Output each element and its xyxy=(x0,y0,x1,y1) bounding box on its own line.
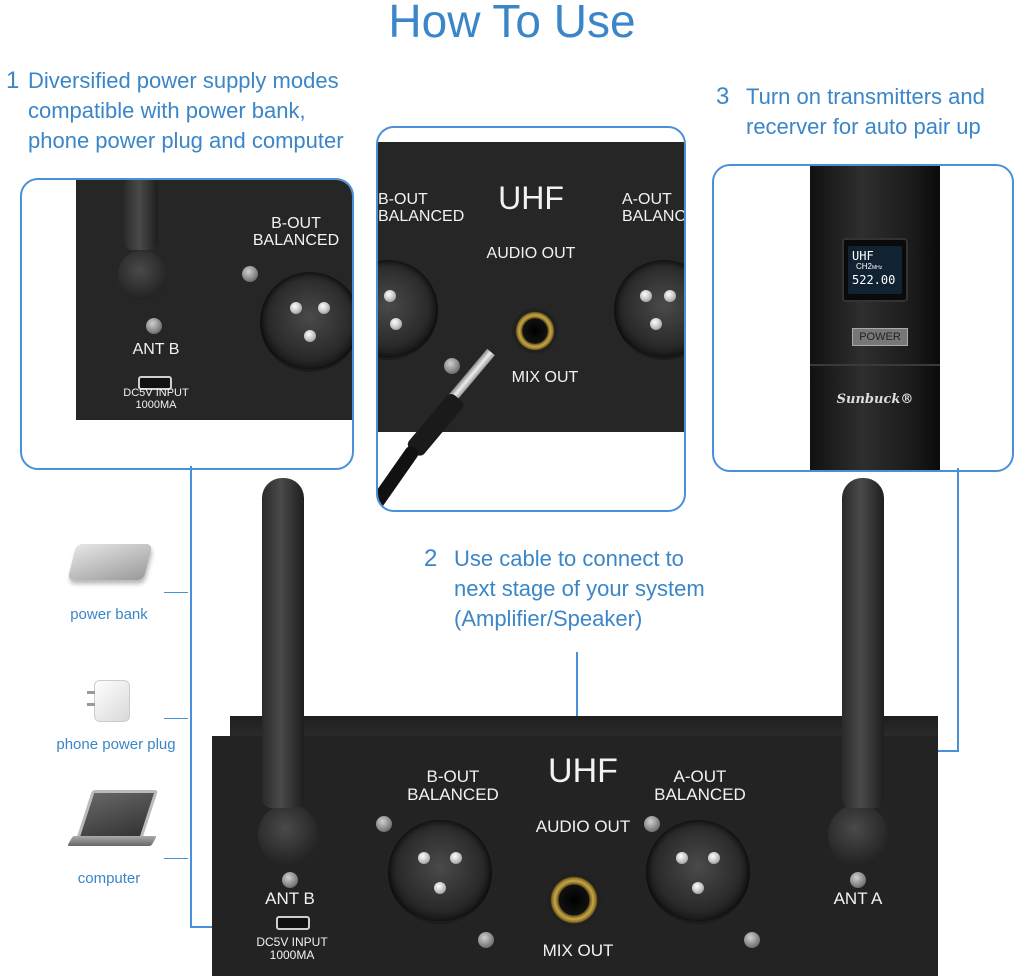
xlr-connector-a[interactable] xyxy=(646,820,750,924)
audio-cable-icon xyxy=(378,338,558,510)
device-label-phone-plug: phone power plug xyxy=(56,736,176,753)
dc-input-line: DC5V INPUT xyxy=(123,387,189,399)
step-1-text: 1 Diversified power supply modes compati… xyxy=(6,66,408,156)
screw-icon xyxy=(376,816,392,832)
step-1-line: compatible with power bank, xyxy=(28,98,306,123)
step-3-text: 3 Turn on transmitters and recerver for … xyxy=(716,82,1024,142)
b-out-line: BALANCED xyxy=(407,784,499,804)
mic-display-line1: UHF xyxy=(852,249,874,263)
dc-input-port[interactable] xyxy=(276,916,310,930)
uhf-label: UHF xyxy=(498,180,564,216)
a-out-cropped-label: A-OUT BALANCED xyxy=(622,191,686,226)
step-2-number: 2 xyxy=(424,545,438,572)
a-out-label: A-OUT BALANCED xyxy=(630,768,770,804)
b-out-line: BALANCED xyxy=(252,231,340,249)
laptop-icon xyxy=(75,790,159,840)
antenna-icon xyxy=(124,180,158,250)
dc-input-label: DC5V INPUT 1000MA xyxy=(96,387,216,411)
b-out-line: BALANCED xyxy=(378,207,465,225)
mix-out-label: MIX OUT xyxy=(542,941,614,960)
power-bank-icon xyxy=(67,544,153,580)
device-tick xyxy=(164,718,188,719)
ant-b-knob[interactable] xyxy=(258,804,318,866)
device-tick xyxy=(164,592,188,593)
xlr-connector-icon xyxy=(260,272,352,372)
a-out-line: A-OUT xyxy=(622,191,672,208)
uhf-label: UHF xyxy=(548,752,618,790)
antenna-b-icon[interactable] xyxy=(262,478,304,808)
screw-icon xyxy=(444,358,460,374)
mic-seam xyxy=(810,364,940,366)
mic-brand: Sunbuck® xyxy=(836,392,914,407)
a-out-line: BALANCED xyxy=(654,784,746,804)
step-1-number: 1 xyxy=(6,67,20,94)
antenna-a-icon[interactable] xyxy=(842,478,884,808)
dc-input-line: DC5V INPUT xyxy=(256,935,328,949)
mix-out-label: MIX OUT xyxy=(511,369,579,386)
a-out-line: A-OUT xyxy=(673,767,727,786)
audio-out-label: AUDIO OUT xyxy=(486,245,576,262)
connector-line xyxy=(190,466,192,926)
step-3-number: 3 xyxy=(716,83,730,110)
ant-a-label: ANT A xyxy=(833,889,883,908)
step-2-line: Use cable to connect to xyxy=(454,546,684,571)
dc-input-line: 1000MA xyxy=(269,947,315,962)
phone-plug-icon xyxy=(87,680,130,722)
power-button[interactable]: POWER xyxy=(852,328,908,346)
connector-line xyxy=(957,468,959,750)
dc-input-line: 1000MA xyxy=(135,398,177,411)
xlr-connector-icon xyxy=(614,260,684,360)
step-3-line: recerver for auto pair up xyxy=(746,114,981,139)
screw-icon xyxy=(744,932,760,948)
microphone-callout: UHF CH2MHz 522.00 POWER Sunbuck® xyxy=(712,164,1014,472)
callout-panel: ANT B DC5V INPUT 1000MA B-OUT BALANCED xyxy=(76,180,352,420)
b-out-cropped-label: B-OUT BALANCED xyxy=(378,191,465,226)
mic-display-line2: CH2MHz xyxy=(856,262,882,271)
receiver-top xyxy=(230,716,938,738)
audio-out-label: AUDIO OUT xyxy=(535,817,631,836)
step-1-line: Diversified power supply modes xyxy=(28,68,339,93)
audio-jack-icon xyxy=(512,308,558,354)
connector-line xyxy=(938,750,959,752)
step-2-text: 2 Use cable to connect to next stage of … xyxy=(424,544,774,634)
mic-channel: CH2 xyxy=(856,262,873,271)
b-out-line: B-OUT xyxy=(271,215,321,232)
device-label-computer: computer xyxy=(77,870,141,887)
screw-icon xyxy=(282,872,298,888)
mic-unit: MHz xyxy=(872,265,883,271)
screw-icon xyxy=(146,318,162,334)
a-out-line: BALANCED xyxy=(622,207,686,225)
antenna-knob xyxy=(118,250,166,300)
b-out-label: B-OUT BALANCED xyxy=(388,768,518,804)
b-out-label: B-OUT BALANCED xyxy=(236,215,352,250)
ant-b-label: ANT B xyxy=(265,889,315,908)
power-input-callout: ANT B DC5V INPUT 1000MA B-OUT BALANCED xyxy=(20,178,354,470)
b-out-line: B-OUT xyxy=(426,767,480,786)
usb-port-icon xyxy=(138,376,172,390)
screw-icon xyxy=(478,932,494,948)
ant-a-knob[interactable] xyxy=(828,804,888,866)
microphone-body: UHF CH2MHz 522.00 POWER Sunbuck® xyxy=(810,166,940,470)
step-2-line: (Amplifier/Speaker) xyxy=(454,606,643,631)
mic-display: UHF CH2MHz 522.00 xyxy=(842,238,908,302)
step-1-line: phone power plug and computer xyxy=(28,128,344,153)
xlr-connector-b[interactable] xyxy=(388,820,492,924)
step-2-line: next stage of your system xyxy=(454,576,705,601)
page-title: How To Use xyxy=(388,0,636,47)
receiver-front-panel: B-OUT BALANCED UHF A-OUT BALANCED AUDIO … xyxy=(212,736,938,976)
mic-display-freq: 522.00 xyxy=(852,273,896,287)
screw-icon xyxy=(242,266,258,282)
laptop-base xyxy=(67,836,157,846)
audio-out-callout: B-OUT BALANCED A-OUT BALANCED UHF AUDIO … xyxy=(376,126,686,512)
screw-icon xyxy=(850,872,866,888)
step-3-line: Turn on transmitters and xyxy=(746,84,985,109)
ant-b-label: ANT B xyxy=(132,341,180,358)
device-label-power-bank: power bank xyxy=(70,606,148,623)
b-out-line: B-OUT xyxy=(378,191,428,208)
mix-out-jack[interactable] xyxy=(546,872,602,928)
device-tick xyxy=(164,858,188,859)
dc-input-label: DC5V INPUT 1000MA xyxy=(234,936,350,961)
screw-icon xyxy=(644,816,660,832)
callout-panel: B-OUT BALANCED A-OUT BALANCED UHF AUDIO … xyxy=(378,142,684,432)
